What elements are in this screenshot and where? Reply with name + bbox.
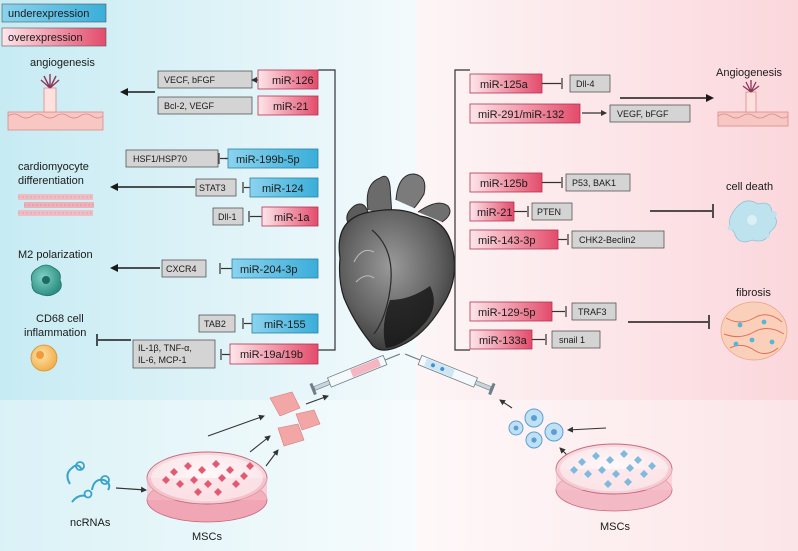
mir-126-label: miR-126 bbox=[272, 75, 314, 87]
target-snail-label: snail 1 bbox=[559, 335, 585, 345]
target-chk2-label: CHK2-Beclin2 bbox=[579, 235, 636, 245]
mir-143-label: miR-143-3p bbox=[478, 235, 535, 247]
left-outcome-m2: M2 polarization bbox=[18, 249, 93, 261]
mir-199b-label: miR-199b-5p bbox=[236, 154, 300, 166]
target-hsf1-label: HSF1/HSP70 bbox=[133, 154, 187, 164]
mir-155-box bbox=[251, 313, 319, 334]
target-pten-label: PTEN bbox=[537, 207, 561, 217]
left-outcome-cardio-line1: cardiomyocyte bbox=[18, 161, 89, 173]
target-bcl2-label: Bcl-2, VEGF bbox=[164, 101, 215, 111]
left-outcome-angiogenesis: angiogenesis bbox=[30, 57, 95, 69]
right-outcome-celldeath: cell death bbox=[726, 181, 773, 193]
tissue-fragments bbox=[269, 391, 321, 447]
mir-1a-label: miR-1a bbox=[274, 212, 310, 224]
legend-over-label: overexpression bbox=[8, 32, 83, 44]
target-traf3-box bbox=[571, 302, 617, 321]
ncrnas-label: ncRNAs bbox=[70, 517, 111, 529]
mscs-left-label: MSCs bbox=[192, 531, 222, 543]
mir-291-box bbox=[469, 103, 581, 124]
cd68-cell-icon bbox=[30, 344, 58, 372]
mscs-right-label: MSCs bbox=[600, 521, 630, 533]
mir-204-box bbox=[231, 258, 319, 279]
target-vegf-label: VEGF, bFGF bbox=[617, 109, 669, 119]
right-outcome-fibrosis: fibrosis bbox=[736, 287, 771, 299]
legend-over-swatch bbox=[1, 27, 107, 47]
left-outcome-cd68-line1: CD68 cell bbox=[36, 313, 84, 325]
left-outcome-cd68-line2: inflammation bbox=[24, 327, 86, 339]
target-tab2-box bbox=[198, 314, 236, 333]
target-dll1-box bbox=[212, 207, 244, 226]
target-vecf-label: VECF, bFGF bbox=[164, 75, 216, 85]
mir-291-label: miR-291/miR-132 bbox=[478, 109, 564, 121]
target-cxcr4-label: CXCR4 bbox=[166, 264, 197, 274]
mir-19-box bbox=[229, 343, 319, 365]
right-outcome-angiogenesis: Angiogenesis bbox=[716, 67, 783, 79]
target-il-label-line1: IL-1β, TNF-α, bbox=[138, 343, 192, 353]
mir-126-box bbox=[257, 69, 319, 90]
syringe-right bbox=[404, 353, 496, 396]
target-p53-box bbox=[565, 173, 631, 192]
mir-133-label: miR-133a bbox=[479, 335, 528, 347]
petri-dish-left bbox=[146, 451, 268, 523]
target-stat3-box bbox=[195, 178, 237, 197]
vessel-icon-left bbox=[7, 74, 104, 131]
mir-199b-box bbox=[227, 148, 319, 169]
target-dll4-box bbox=[569, 74, 611, 93]
target-stat3-label: STAT3 bbox=[199, 183, 226, 193]
left-bracket bbox=[318, 69, 336, 351]
target-hsf1-box bbox=[125, 149, 219, 168]
target-il-box bbox=[132, 339, 216, 369]
legend: underexpression overexpression bbox=[1, 3, 107, 47]
target-dll4-label: Dll-4 bbox=[576, 79, 595, 89]
mir-125a-label: miR-125a bbox=[480, 79, 529, 91]
left-outcome-cardio-line2: differentiation bbox=[18, 175, 84, 187]
target-chk2-box bbox=[571, 230, 665, 249]
target-p53-label: P53, BAK1 bbox=[572, 178, 616, 188]
vessel-icon-right bbox=[717, 80, 789, 127]
target-il-label-line2: IL-6, MCP-1 bbox=[138, 355, 187, 365]
right-bracket bbox=[454, 69, 470, 351]
mir-21-left-label: miR-21 bbox=[273, 101, 308, 113]
fibrosis-icon bbox=[720, 301, 788, 361]
cell-death-icon bbox=[727, 200, 777, 243]
mir-1a-box bbox=[261, 206, 319, 227]
legend-under-label: underexpression bbox=[8, 8, 89, 20]
petri-dish-right bbox=[555, 443, 673, 512]
legend-under-swatch bbox=[1, 3, 107, 23]
mir-19-label: miR-19a/19b bbox=[240, 349, 303, 361]
mir-124-box bbox=[249, 177, 319, 198]
target-vegf-box bbox=[609, 104, 691, 123]
mir-21-left-box bbox=[257, 95, 319, 116]
mir-125b-label: miR-125b bbox=[480, 178, 528, 190]
target-traf3-label: TRAF3 bbox=[578, 307, 607, 317]
ncrna-icon bbox=[66, 461, 111, 503]
exosome-cluster bbox=[508, 408, 564, 449]
mir-204-label: miR-204-3p bbox=[240, 264, 297, 276]
heart-illustration bbox=[338, 173, 456, 351]
target-dll1-label: Dll-1 bbox=[218, 212, 237, 222]
syringe-left bbox=[309, 353, 401, 396]
target-pten-box bbox=[531, 202, 573, 221]
mir-21-right-label: miR-21 bbox=[477, 207, 512, 219]
mir-155-label: miR-155 bbox=[264, 319, 306, 331]
mir-129-label: miR-129-5p bbox=[478, 307, 535, 319]
target-snail-box bbox=[551, 330, 601, 349]
macrophage-icon bbox=[30, 264, 62, 297]
mir-124-label: miR-124 bbox=[262, 183, 304, 195]
target-bcl2-box bbox=[157, 96, 253, 115]
cardiomyocyte-icon bbox=[18, 194, 94, 216]
target-cxcr4-box bbox=[161, 259, 207, 278]
target-tab2-label: TAB2 bbox=[204, 319, 226, 329]
